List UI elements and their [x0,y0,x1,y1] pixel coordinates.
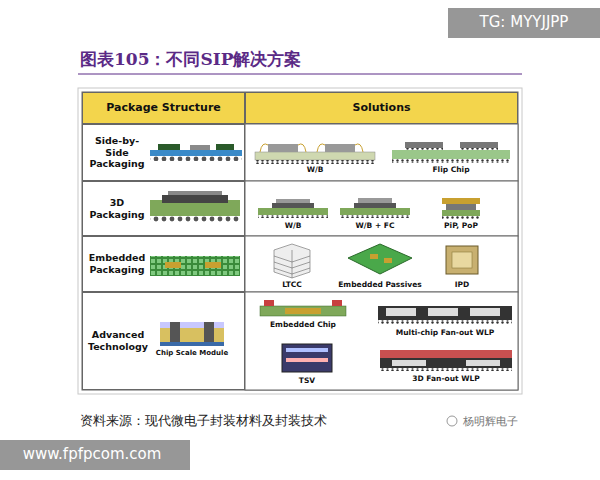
watermark: TG: MYYJJPP [480,13,569,31]
solution-label: Multi-chip Fan-out WLP [396,328,494,337]
row-label-cell: Embedded Packaging [82,236,245,292]
row-label: Advanced Technology [85,329,151,353]
solution-label: PiP, PoP [444,221,478,230]
solution-label: Chip Scale Module [156,349,228,357]
row-label-cell: Side-by-Side Packaging [82,124,245,181]
watermark: www.fpfpcom.com [23,445,162,463]
solution-label: Flip Chip [432,165,469,174]
row-label: 3D Packaging [85,197,149,221]
solution-label: 3D Fan-out WLP [412,374,480,383]
row-label: Embedded Packaging [85,252,149,276]
header-cell: Package Structure [82,92,245,124]
solution-label: IPD [455,280,470,289]
solution-label: LTCC [282,280,302,289]
watermark: 杨明辉电子 [463,414,518,429]
solution-label: W/B + FC [356,221,395,230]
solution-label: Embedded Passives [338,280,422,289]
solution-label: TSV [299,376,315,385]
solution-label: Embedded Chip [270,320,336,329]
row-label-cell: Advanced Technology [82,292,245,390]
row-label: Side-by-Side Packaging [85,135,149,171]
solution-label: W/B [285,221,302,230]
row-label-cell: 3D Packaging [82,181,245,236]
header-cell: Solutions [245,92,518,124]
solution-label: W/B [307,165,324,174]
header-text: Solutions [352,101,410,115]
header-text: Package Structure [106,101,221,115]
title: 图表105：不同SIP解决方案 [80,48,302,71]
source-caption: 资料来源：现代微电子封装材料及封装技术 [80,412,327,430]
